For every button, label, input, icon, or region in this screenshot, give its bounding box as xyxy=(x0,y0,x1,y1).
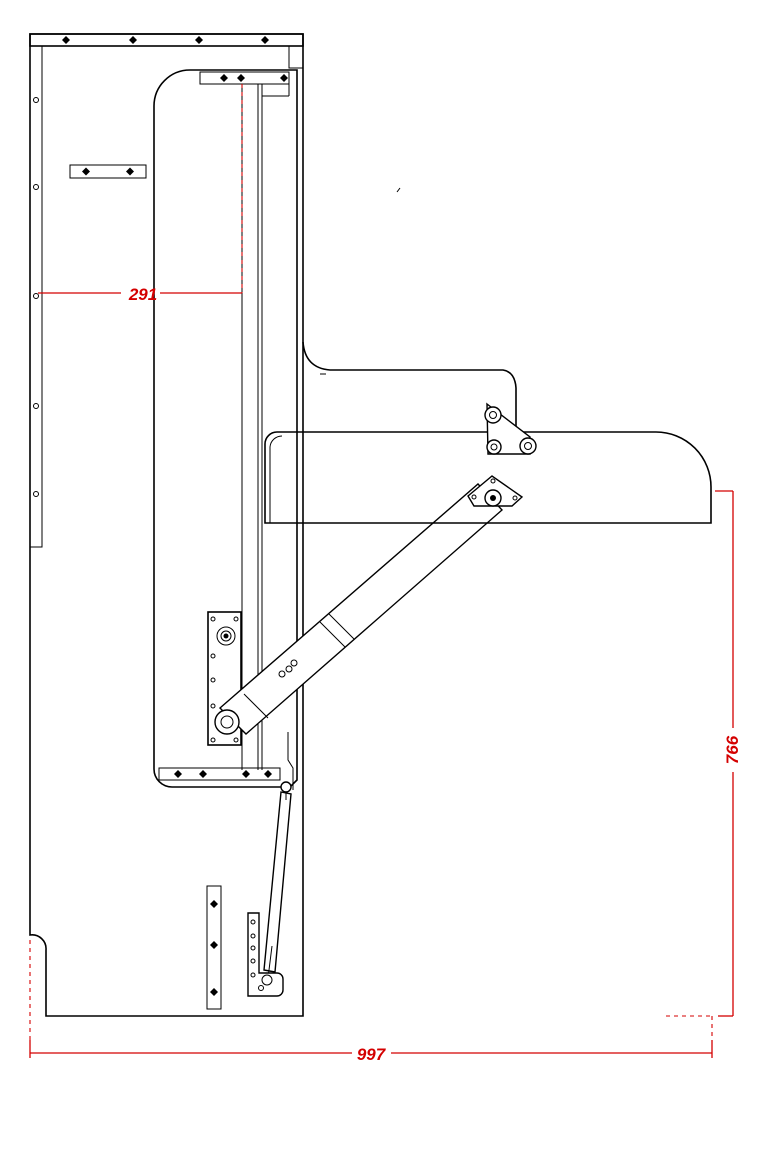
dimension-766: 766 xyxy=(666,490,742,1017)
bed-deployed xyxy=(264,431,712,524)
pivot-plate xyxy=(207,611,242,746)
gas-spring xyxy=(263,781,292,979)
lower-strip xyxy=(206,885,222,1010)
dimension-997: 997 xyxy=(29,940,713,1064)
upper-link-plate xyxy=(484,402,537,455)
top-rail-screws xyxy=(62,36,269,44)
stray-marks xyxy=(284,187,401,1017)
lifting-arm xyxy=(214,483,504,735)
dimension-label-997: 997 xyxy=(357,1045,387,1064)
arm-bed-bracket xyxy=(467,475,524,507)
left-rail-holes xyxy=(33,97,39,497)
dimension-label-291: 291 xyxy=(128,285,157,304)
headboard-ledge xyxy=(302,341,517,431)
dimension-291: 291 xyxy=(38,84,243,304)
cabinet-frame xyxy=(29,33,304,1017)
dimension-label-766: 766 xyxy=(723,735,742,764)
upper-bracket xyxy=(69,164,147,179)
lower-mount-bracket xyxy=(247,912,284,997)
